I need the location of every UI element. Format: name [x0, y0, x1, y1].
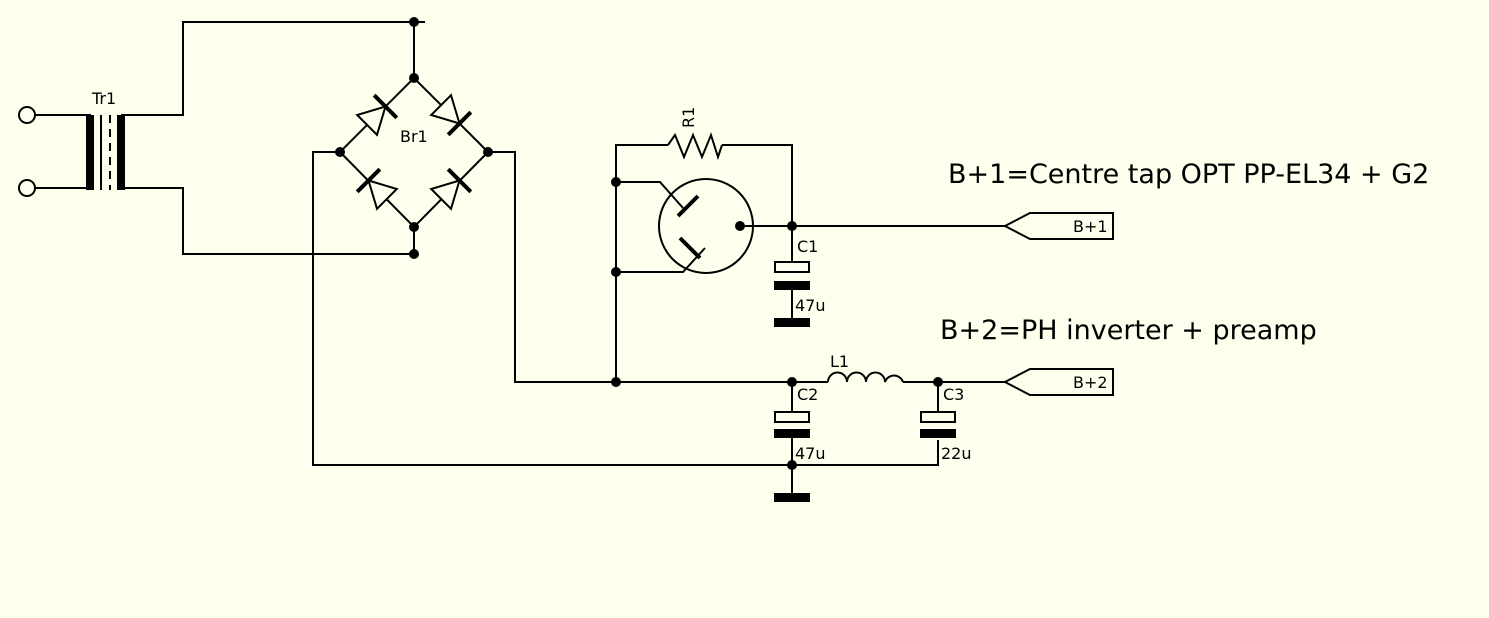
wiring [312, 144, 1005, 495]
resistor-r1[interactable]: R1 [667, 107, 723, 161]
port-b2-label: B+2 [1073, 373, 1108, 392]
c3-value: 22u [941, 444, 972, 463]
l1-label: L1 [830, 352, 849, 371]
c2-label: C2 [797, 385, 818, 404]
capacitor-c2[interactable]: C2 47u [774, 385, 826, 502]
port-b1[interactable]: B+1 [1002, 212, 1114, 240]
c1-value: 47u [795, 296, 826, 315]
br1-label: Br1 [400, 127, 428, 146]
note-b2: B+2=PH inverter + preamp [940, 315, 1317, 346]
r1-label: R1 [679, 107, 698, 128]
capacitor-c1[interactable]: C1 47u [774, 237, 826, 327]
inductor-l1[interactable]: L1 [827, 352, 904, 383]
input-terminal-bottom[interactable] [18, 179, 36, 197]
note-b1: B+1=Centre tap OPT PP-EL34 + G2 [948, 159, 1429, 190]
rectifier-tube[interactable] [658, 178, 754, 274]
primary-winding [86, 115, 94, 190]
secondary-winding [117, 115, 125, 190]
port-b1-label: B+1 [1073, 217, 1108, 236]
capacitor-c3[interactable]: C3 22u [920, 385, 972, 463]
transformer-tr1[interactable]: Tr1 [18, 21, 425, 255]
tr1-label: Tr1 [91, 89, 116, 108]
bridge-rectifier-br1[interactable]: Br1 [335, 17, 493, 259]
input-terminal-top[interactable] [18, 106, 36, 124]
c3-label: C3 [943, 385, 964, 404]
c1-label: C1 [797, 237, 818, 256]
port-b2[interactable]: B+2 [1002, 368, 1114, 396]
c2-value: 47u [795, 444, 826, 463]
